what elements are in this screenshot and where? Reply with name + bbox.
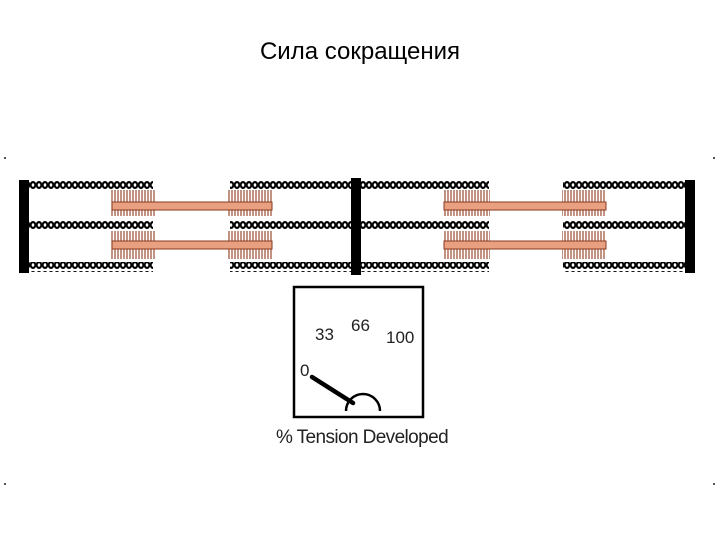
actin-filament [29, 219, 153, 229]
z-line-left [19, 180, 29, 273]
myosin-filament [443, 240, 607, 250]
corner-dot-bl [4, 483, 6, 485]
actin-filament [29, 262, 153, 272]
actin-filament [230, 219, 351, 229]
z-line-middle [351, 178, 361, 275]
myosin-filament [111, 201, 273, 211]
tension-gauge: 0 33 66 100 % Tension Developed [276, 285, 449, 448]
gauge-pivot-arc [344, 392, 382, 412]
actin-filaments-left [29, 179, 351, 272]
myosin-filament [443, 201, 607, 211]
actin-filament [361, 219, 489, 229]
slide-title: Сила сокращения [259, 38, 461, 65]
z-lines [19, 178, 695, 275]
gauge-label-33: 33 [315, 325, 334, 344]
myosin-filament [111, 240, 273, 250]
actin-filament [361, 262, 489, 272]
gauge-label-0: 0 [300, 361, 309, 380]
actin-filament [29, 179, 153, 189]
gauge-caption: % Tension Developed [276, 427, 448, 448]
actin-filament [230, 262, 351, 272]
actin-filament [563, 262, 685, 272]
corner-dot-tl [4, 157, 6, 159]
corner-dot-tr [713, 157, 715, 159]
myosin-filaments [111, 201, 607, 250]
actin-filaments-right [361, 179, 685, 272]
gauge-frame [292, 285, 425, 419]
gauge-label-100: 100 [386, 328, 414, 347]
actin-filament [563, 179, 685, 189]
actin-filament [361, 179, 489, 189]
actin-filament [230, 179, 351, 189]
gauge-label-66: 66 [351, 316, 370, 335]
corner-dot-br [713, 483, 715, 485]
gauge-needle [309, 374, 356, 406]
actin-filament [563, 219, 685, 229]
z-line-right [685, 180, 695, 273]
